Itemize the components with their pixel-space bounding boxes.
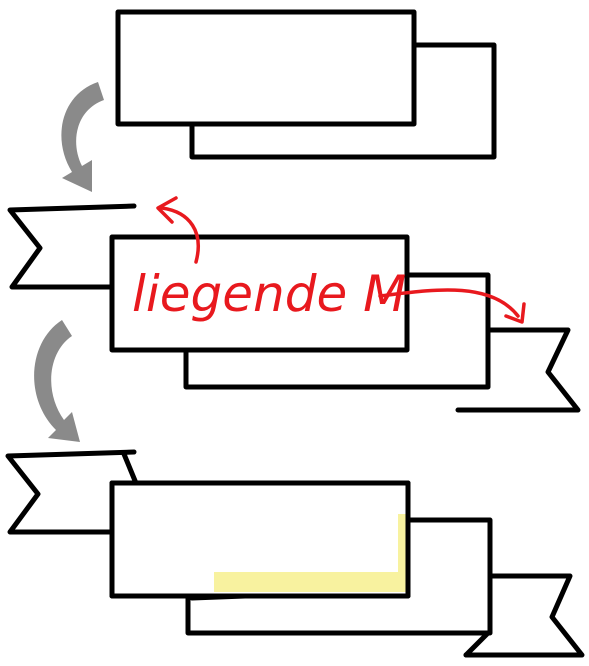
step-1-stacked-rectangles [115, 9, 497, 160]
annotation-arrow-left-head [156, 196, 178, 224]
annotation-label: liegende M [132, 265, 406, 323]
annotation-arrow-right [378, 288, 520, 318]
step-2-left-tail [7, 203, 137, 290]
step-3-right-fold [463, 630, 491, 658]
annotation-arrow-left [160, 206, 200, 264]
transition-arrow-1 [61, 82, 104, 192]
transition-arrow-2 [34, 320, 80, 442]
step-3-finished-ribbon [5, 449, 585, 658]
annotation-arrow-right-head [504, 302, 526, 324]
highlight-front-bottom-overlay [214, 514, 406, 592]
step-1-front-rectangle [115, 9, 417, 127]
step-3-left-tail [5, 449, 137, 535]
step-3-right-tail [463, 573, 585, 658]
step-2-ribbon-with-tails: liegende M [7, 196, 581, 413]
step-3-front-rectangle-outline [109, 480, 411, 599]
